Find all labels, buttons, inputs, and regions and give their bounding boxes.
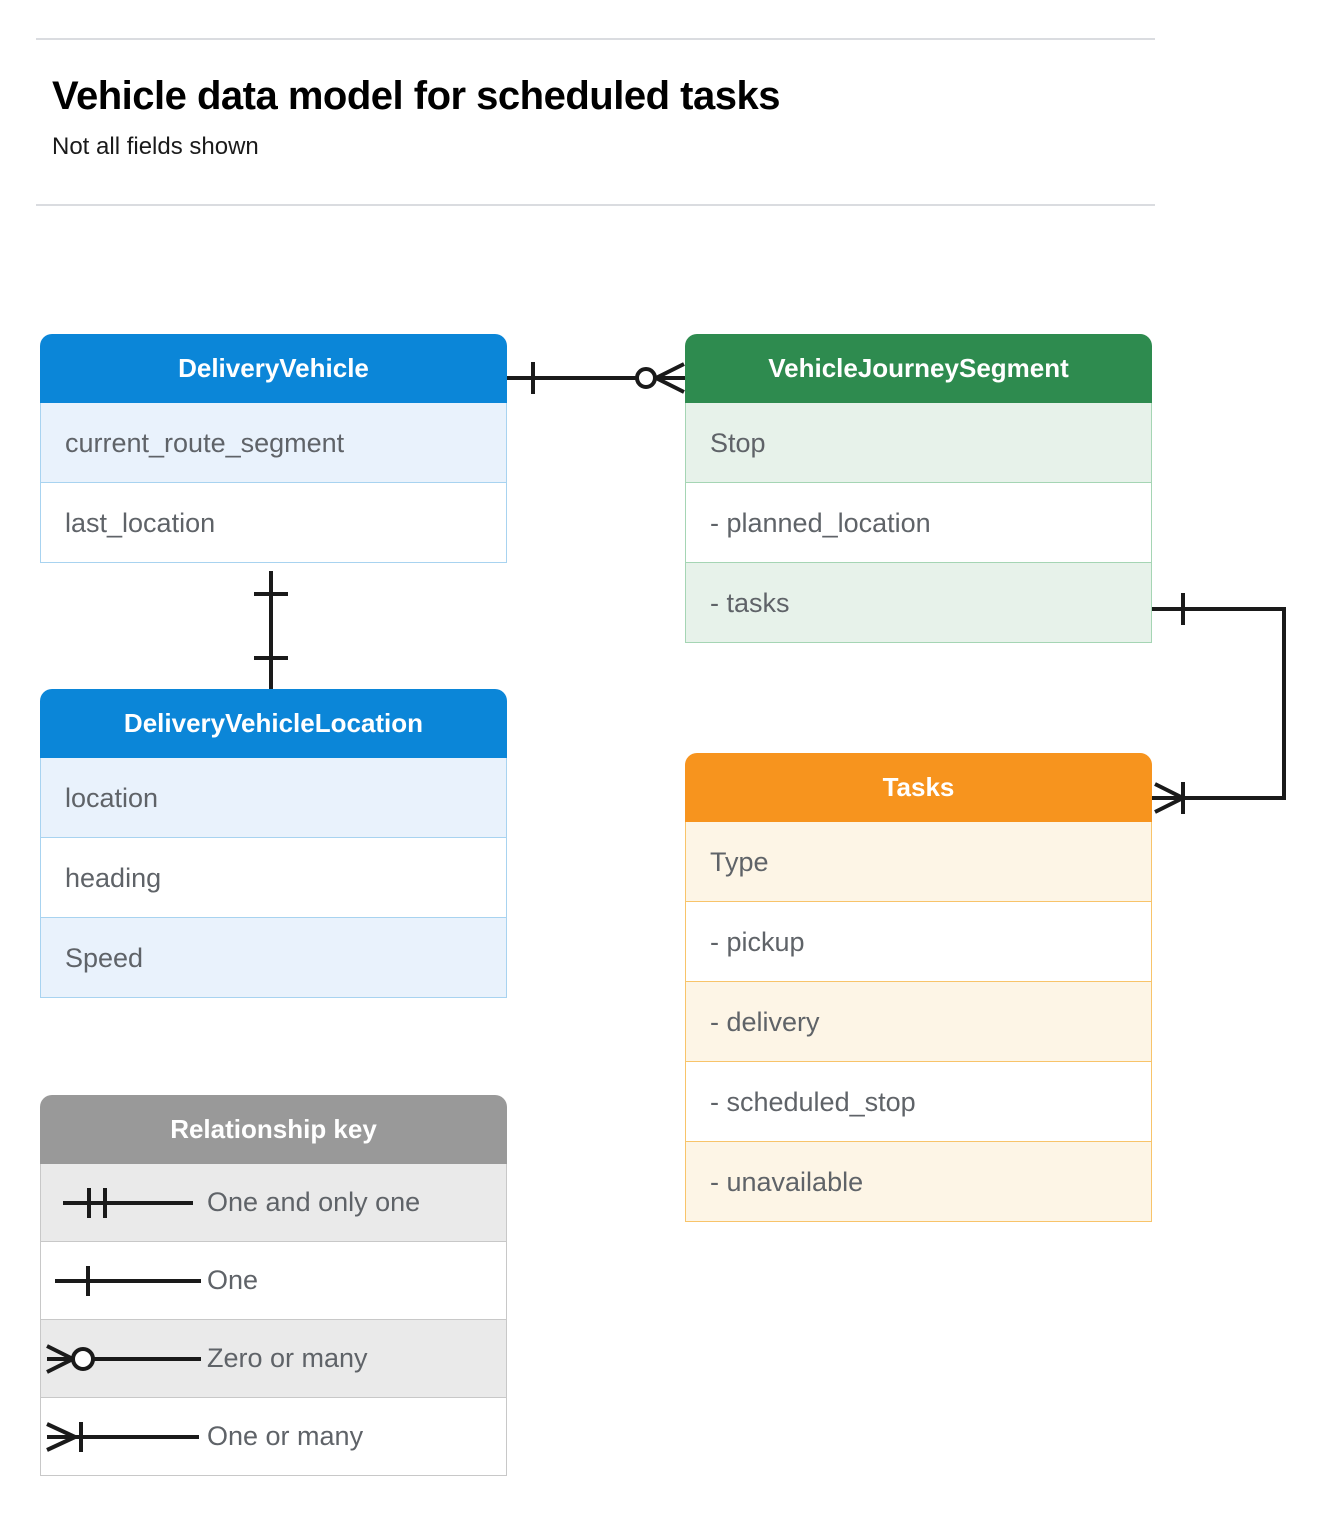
entity-field-row: - planned_location (685, 483, 1152, 563)
entity-field-row: last_location (40, 483, 507, 563)
entity-vehicle-journey-segment[interactable]: VehicleJourneySegment Stop - planned_loc… (685, 334, 1152, 643)
entity-delivery-vehicle-location[interactable]: DeliveryVehicleLocation location heading… (40, 689, 507, 998)
legend-item-one-or-many: One or many (40, 1398, 507, 1476)
zero-or-many-icon (41, 1320, 207, 1397)
connector-journeysegment-tasks (1152, 593, 1286, 814)
legend-label: Zero or many (207, 1343, 368, 1373)
legend-item-zero-or-many: Zero or many (40, 1320, 507, 1398)
entity-field-row: - scheduled_stop (685, 1062, 1152, 1142)
connector-deliveryvehicle-vehiclelocation (254, 571, 288, 689)
one-and-only-one-icon (41, 1164, 207, 1241)
page-title: Vehicle data model for scheduled tasks (52, 74, 780, 118)
entity-field-row: location (40, 758, 507, 838)
entity-field-row: Stop (685, 403, 1152, 483)
entity-field-row: - tasks (685, 563, 1152, 643)
entity-field-row: Speed (40, 918, 507, 998)
entity-title-vehicle-journey-segment: VehicleJourneySegment (685, 334, 1152, 403)
connector-deliveryvehicle-journeysegment (507, 362, 685, 394)
entity-tasks[interactable]: Tasks Type - pickup - delivery - schedul… (685, 753, 1152, 1222)
one-or-many-icon (41, 1398, 207, 1475)
entity-title-delivery-vehicle-location: DeliveryVehicleLocation (40, 689, 507, 758)
legend-item-one-and-only-one: One and only one (40, 1164, 507, 1242)
legend-title: Relationship key (40, 1095, 507, 1164)
relationship-key-legend[interactable]: Relationship key One and only one One (40, 1095, 507, 1476)
entity-field-row: - delivery (685, 982, 1152, 1062)
entity-field-row: current_route_segment (40, 403, 507, 483)
entity-field-row: Type (685, 822, 1152, 902)
header-rule-top (36, 38, 1155, 40)
one-icon (41, 1242, 207, 1319)
legend-label: One or many (207, 1421, 364, 1451)
entity-field-row: heading (40, 838, 507, 918)
entity-field-row: - unavailable (685, 1142, 1152, 1222)
entity-delivery-vehicle[interactable]: DeliveryVehicle current_route_segment la… (40, 334, 507, 563)
entity-title-delivery-vehicle: DeliveryVehicle (40, 334, 507, 403)
legend-label: One (207, 1265, 259, 1295)
page-subtitle: Not all fields shown (52, 133, 259, 160)
legend-label: One and only one (207, 1187, 421, 1217)
entity-title-tasks: Tasks (685, 753, 1152, 822)
legend-item-one: One (40, 1242, 507, 1320)
entity-field-row: - pickup (685, 902, 1152, 982)
header-rule-bottom (36, 204, 1155, 206)
